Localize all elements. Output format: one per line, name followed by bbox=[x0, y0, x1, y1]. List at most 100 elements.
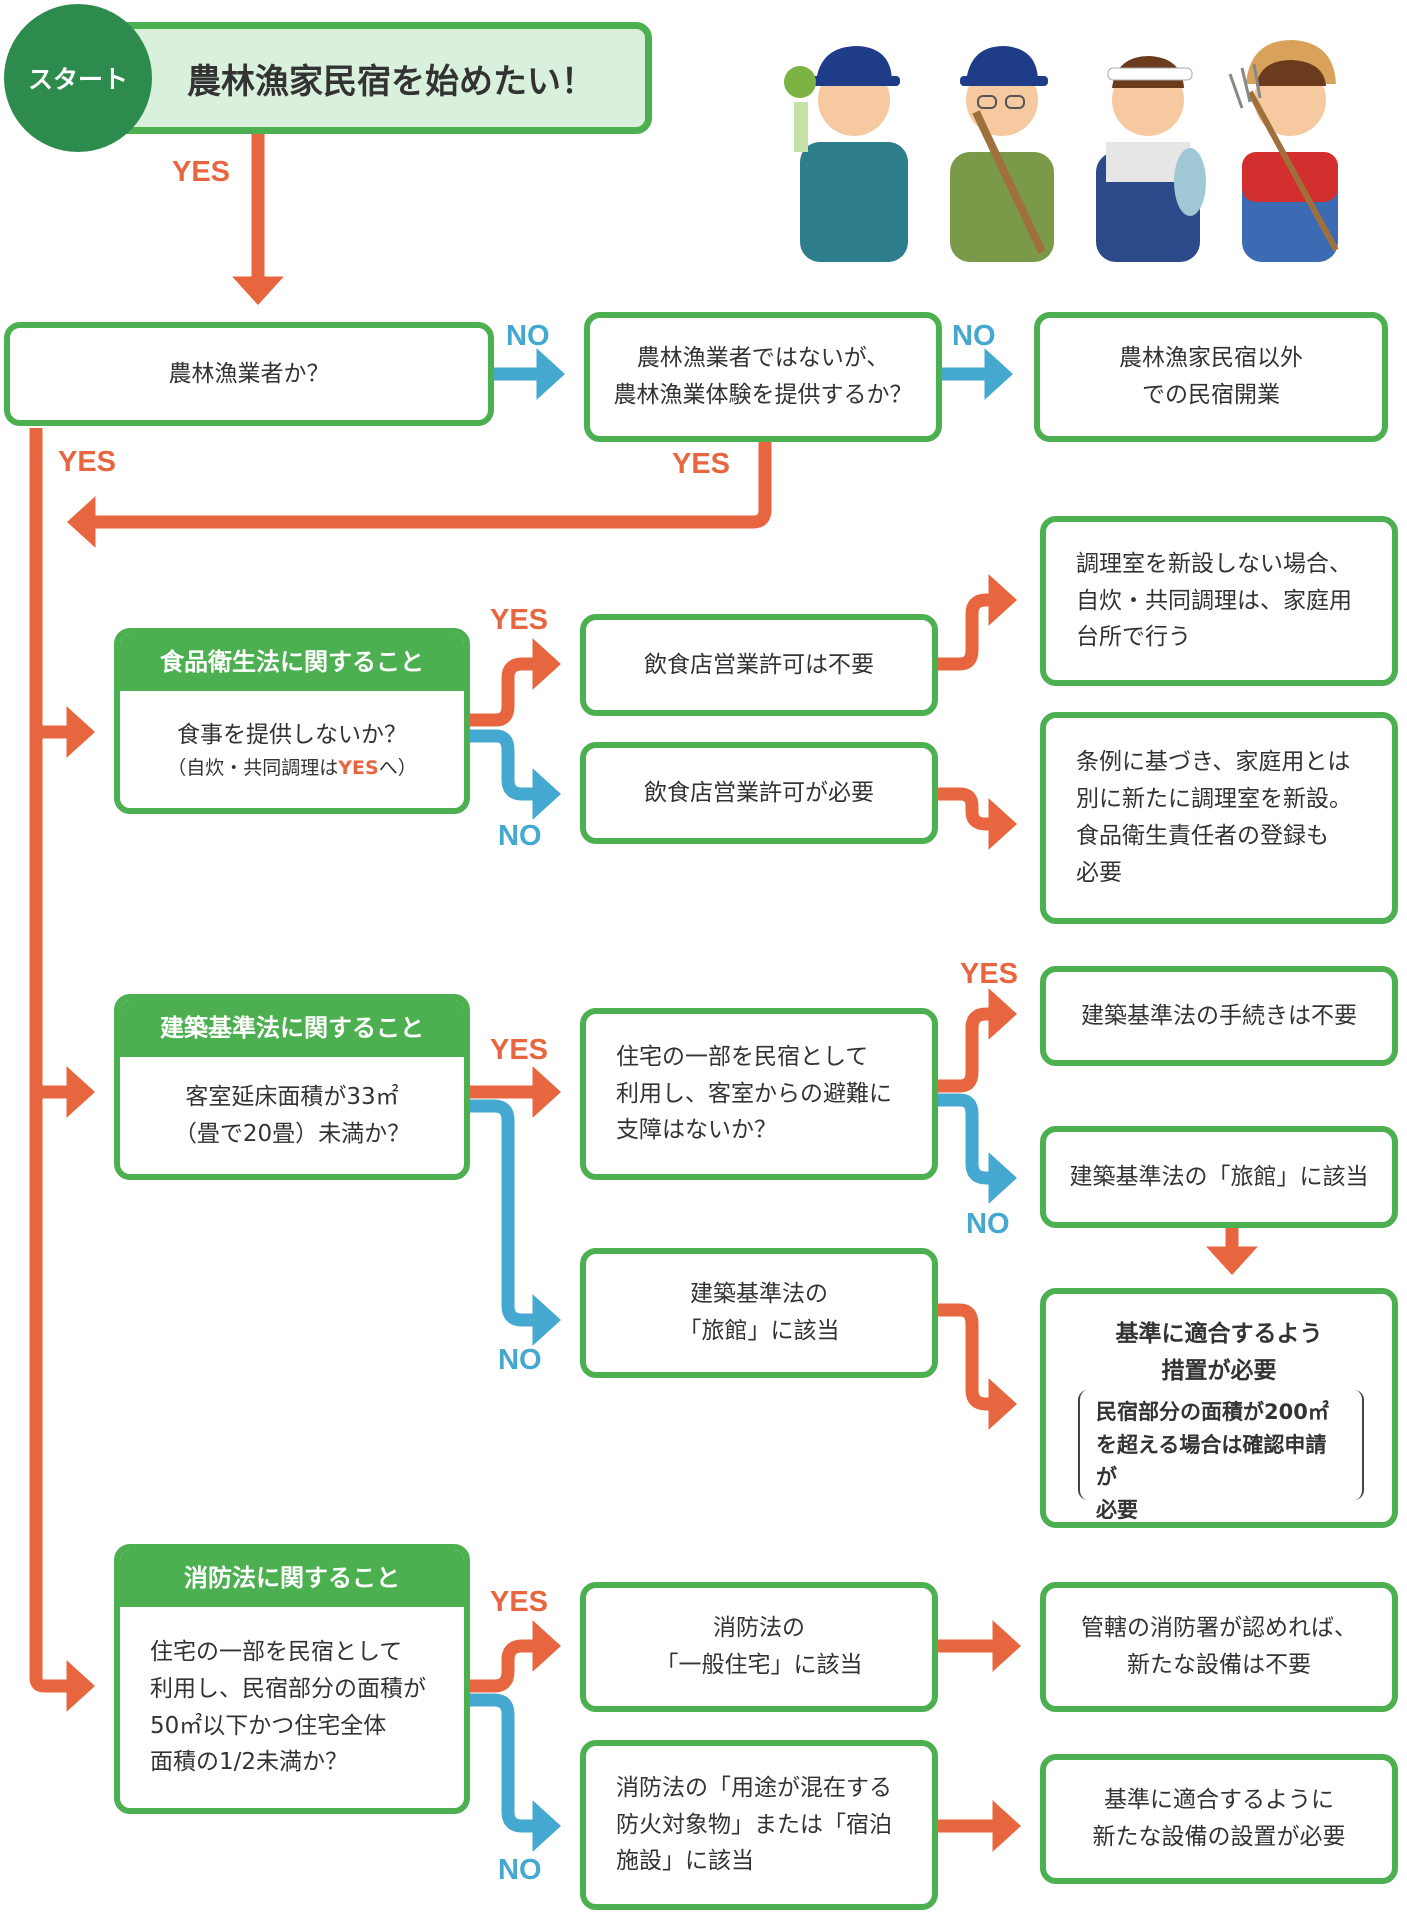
fire-no-line1: 消防法の「用途が混在する bbox=[616, 1774, 892, 1801]
start-title: 農林漁家民宿を始めたい！ bbox=[187, 61, 595, 102]
start-badge: スタート bbox=[4, 4, 152, 152]
food-question-node: 食品衛生法に関すること 食事を提供しないか？ （自炊・共同調理はYESへ） bbox=[114, 628, 470, 814]
label-q2-no: NO bbox=[952, 320, 996, 352]
fire-yes-line2: 「一般住宅」に該当 bbox=[655, 1652, 863, 1678]
building-no-procedure-result: 建築基準法の手続きは不要 bbox=[1040, 966, 1398, 1066]
fire-no-line3: 施設」に該当 bbox=[616, 1848, 754, 1875]
building-evac-line2: 利用し、客室からの避難に bbox=[616, 1080, 892, 1107]
food-no-result-line1: 条例に基づき、家庭用とは bbox=[1076, 749, 1351, 776]
food-question-body: 食事を提供しないか？ （自炊・共同調理はYESへ） bbox=[120, 691, 464, 808]
food-question-note: （自炊・共同調理はYESへ） bbox=[167, 754, 416, 783]
arrow-food-yes bbox=[470, 638, 561, 727]
food-no-result: 条例に基づき、家庭用とは 別に新たに調理室を新設。 食品衛生責任者の登録も 必要 bbox=[1040, 712, 1398, 924]
label-evac-no: NO bbox=[966, 1208, 1010, 1240]
label-evac-yes: YES bbox=[960, 958, 1019, 990]
q2-line1: 農林漁業者ではないが、 bbox=[636, 345, 890, 372]
arrow-evac-yes bbox=[938, 988, 1017, 1093]
building-note-line3: 必要 bbox=[1096, 1497, 1138, 1522]
arrow-fire-yes bbox=[470, 1620, 561, 1693]
fire-yes-line1: 消防法の bbox=[713, 1615, 805, 1642]
food-question-text: 食事を提供しないか？ bbox=[177, 721, 407, 748]
building-question-node: 建築基準法に関すること 客室延床面積が33㎡ （畳で20畳）未満か？ bbox=[114, 994, 470, 1180]
food-note-yes: YES bbox=[338, 756, 379, 779]
fire-yes-result: 管轄の消防署が認めれば、 新たな設備は不要 bbox=[1040, 1582, 1398, 1712]
food-no-text: 飲食店営業許可が必要 bbox=[644, 779, 874, 806]
food-yes-result-line3: 台所で行う bbox=[1076, 624, 1191, 651]
label-building-no: NO bbox=[498, 1344, 542, 1376]
farmer-4-icon bbox=[1228, 40, 1339, 262]
fire-header: 消防法に関すること bbox=[120, 1550, 464, 1607]
result-other-line1: 農林漁家民宿以外 bbox=[1119, 345, 1303, 372]
food-no-result-line4: 必要 bbox=[1076, 859, 1122, 886]
fire-question-body: 住宅の一部を民宿として 利用し、民宿部分の面積が 50㎡以下かつ住宅全体 面積の… bbox=[120, 1607, 464, 1808]
building-evac-line3: 支障はないか？ bbox=[616, 1117, 777, 1144]
building-measures-line2: 措置が必要 bbox=[1161, 1357, 1277, 1384]
arrow-evac-no bbox=[938, 1093, 1017, 1204]
building-ryokan-result: 建築基準法の「旅館」に該当 bbox=[1040, 1126, 1398, 1228]
farmer-2-icon bbox=[950, 46, 1054, 262]
food-header: 食品衛生法に関すること bbox=[120, 634, 464, 691]
farmer-3-icon bbox=[1096, 56, 1206, 262]
building-evac-line1: 住宅の一部を民宿として bbox=[616, 1043, 869, 1070]
food-yes-node: 飲食店営業許可は不要 bbox=[580, 614, 938, 716]
fire-question-line4: 面積の1/2未満か？ bbox=[150, 1749, 349, 1776]
label-food-no: NO bbox=[498, 820, 542, 852]
fire-question-line2: 利用し、民宿部分の面積が bbox=[150, 1675, 426, 1702]
arrow-food-yes-result bbox=[938, 574, 1017, 671]
q1-node: 農林漁業者か？ bbox=[4, 322, 494, 426]
label-food-yes: YES bbox=[490, 604, 549, 636]
fire-question-node: 消防法に関すること 住宅の一部を民宿として 利用し、民宿部分の面積が 50㎡以下… bbox=[114, 1544, 470, 1814]
q2-line2: 農林漁業体験を提供するか？ bbox=[613, 382, 913, 408]
fire-no-line2: 防火対象物」または「宿泊 bbox=[616, 1811, 892, 1838]
building-evacuation-question: 住宅の一部を民宿として 利用し、客室からの避難に 支障はないか？ bbox=[580, 1008, 938, 1180]
arrow-food-no-result bbox=[938, 787, 1017, 850]
building-question-line1: 客室延床面積が33㎡ bbox=[185, 1083, 399, 1110]
building-header: 建築基準法に関すること bbox=[120, 1000, 464, 1057]
food-note-pre: （自炊・共同調理は bbox=[167, 756, 339, 779]
fire-question-line1: 住宅の一部を民宿として bbox=[150, 1638, 403, 1665]
start-title-box: 農林漁家民宿を始めたい！ bbox=[110, 22, 652, 134]
building-ryokan-line2: 「旅館」に該当 bbox=[678, 1318, 840, 1344]
building-no-procedure-text: 建築基準法の手続きは不要 bbox=[1081, 1002, 1357, 1029]
arrow-food-no bbox=[470, 729, 561, 820]
food-yes-result-line1: 調理室を新設しない場合、 bbox=[1076, 550, 1352, 577]
fire-no-result-line1: 基準に適合するように bbox=[1104, 1787, 1334, 1814]
fire-no-node: 消防法の「用途が混在する 防火対象物」または「宿泊 施設」に該当 bbox=[580, 1740, 938, 1910]
fire-yes-node: 消防法の 「一般住宅」に該当 bbox=[580, 1582, 938, 1712]
building-question-line2: （畳で20畳）未満か？ bbox=[173, 1120, 411, 1147]
building-ryokan-result-text: 建築基準法の「旅館」に該当 bbox=[1069, 1163, 1369, 1190]
arrow-building-no bbox=[470, 1099, 561, 1346]
food-no-result-line3: 食品衛生責任者の登録も bbox=[1076, 823, 1329, 849]
label-q1-no: NO bbox=[506, 320, 550, 352]
food-yes-text: 飲食店営業許可は不要 bbox=[644, 651, 874, 678]
start-badge-label: スタート bbox=[27, 65, 128, 94]
arrow-building-ryokan-to-measures bbox=[938, 1303, 1017, 1430]
arrow-q2-yes bbox=[67, 442, 772, 548]
arrow-fire-no bbox=[470, 1693, 561, 1852]
main-trunk bbox=[29, 428, 95, 1712]
food-yes-result: 調理室を新設しない場合、 自炊・共同調理は、家庭用 台所で行う bbox=[1040, 516, 1398, 686]
label-fire-yes: YES bbox=[490, 1586, 549, 1618]
farmers-illustration bbox=[784, 40, 1339, 262]
fire-no-result-line2: 新たな設備の設置が必要 bbox=[1092, 1824, 1346, 1850]
label-building-yes: YES bbox=[490, 1034, 549, 1066]
fire-no-result: 基準に適合するように 新たな設備の設置が必要 bbox=[1040, 1754, 1398, 1884]
building-measures-note: 民宿部分の面積が200㎡ を超える場合は確認申請が 必要 bbox=[1078, 1390, 1364, 1522]
building-note-line1: 民宿部分の面積が200㎡ bbox=[1096, 1400, 1329, 1424]
food-yes-result-line2: 自炊・共同調理は、家庭用 bbox=[1076, 587, 1352, 614]
food-no-result-line2: 別に新たに調理室を新設。 bbox=[1076, 786, 1352, 813]
fire-question-line3: 50㎡以下かつ住宅全体 bbox=[150, 1712, 387, 1739]
building-ryokan-line1: 建築基準法の bbox=[690, 1281, 828, 1308]
q2-node: 農林漁業者ではないが、 農林漁業体験を提供するか？ bbox=[584, 312, 942, 442]
building-measures-result: 基準に適合するよう 措置が必要 bbox=[1040, 1288, 1398, 1528]
label-start-yes: YES bbox=[172, 156, 231, 188]
building-measures-line1: 基準に適合するよう bbox=[1115, 1321, 1323, 1347]
fire-yes-result-line2: 新たな設備は不要 bbox=[1127, 1652, 1311, 1678]
label-q1-yes: YES bbox=[58, 446, 117, 478]
farmer-1-icon bbox=[784, 46, 908, 262]
label-fire-no: NO bbox=[498, 1854, 542, 1886]
building-note-line2: を超える場合は確認申請が bbox=[1096, 1432, 1327, 1490]
building-no-ryokan-node: 建築基準法の 「旅館」に該当 bbox=[580, 1248, 938, 1378]
food-note-post: へ） bbox=[378, 756, 417, 779]
